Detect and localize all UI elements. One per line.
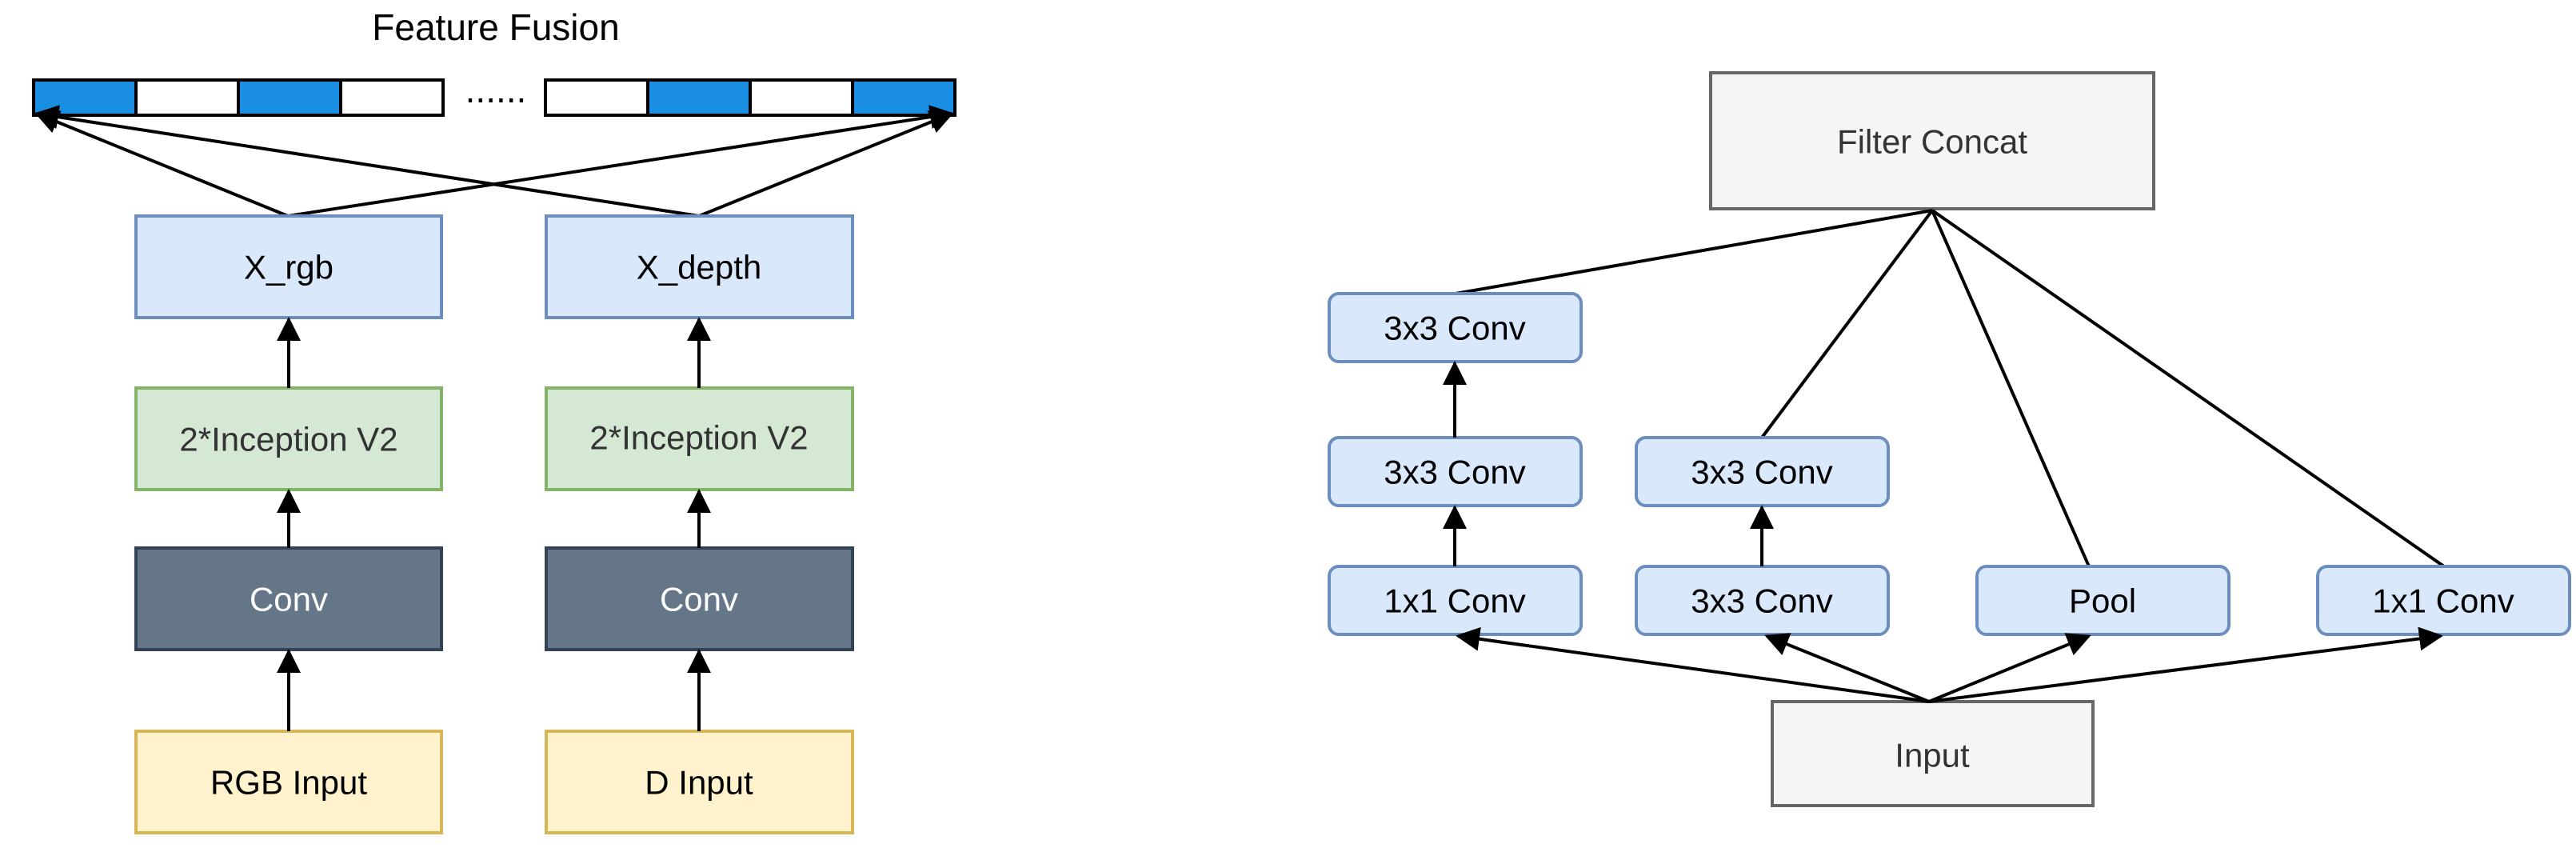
fusion-segment-6 [646,78,752,117]
col4-conv [2316,565,2571,636]
column-3: Pool [1975,565,2231,636]
rgb-inception-box [134,386,443,491]
connector-depth-right [698,110,954,218]
fusion-segment-1 [32,78,138,117]
depth-input-label: D Input [645,764,753,802]
fusion-connectors [34,105,954,218]
input-connectors [1456,626,2443,703]
input-arrow-col4 [1928,626,2443,703]
col2-conv-bottom-label: 3x3 Conv [1691,582,1832,620]
rgb-branch: X_rgb 2*Inception V2 Conv RGB Input [134,214,443,834]
depth-input-box [545,730,854,834]
filter-concat-box [1709,71,2155,210]
col1-conv-bottom-label: 1x1 Conv [1384,582,1525,620]
column-2: 3x3 Conv 3x3 Conv [1635,436,1890,636]
x-rgb-box [134,214,443,319]
rgb-conv-label: Conv [250,581,328,618]
feature-fusion-title: Feature Fusion [372,6,619,48]
concat-line-col4 [1931,209,2446,568]
x-rgb-label: X_rgb [244,249,333,286]
connector-rgb-left [34,110,289,218]
input-arrow-col2 [1764,633,1930,703]
col1-conv-top-label: 3x3 Conv [1384,310,1525,347]
concat-line-col1 [1455,209,1933,295]
col3-pool-label: Pool [2069,582,2136,620]
right-diagram: Filter Concat 3x3 Conv 3x3 Conv 1x1 Conv… [1328,71,2571,807]
concat-line-col2 [1760,209,1934,439]
column-1: 3x3 Conv 3x3 Conv 1x1 Conv [1328,292,1583,636]
depth-inception-label: 2*Inception V2 [589,419,808,457]
concat-line-col3 [1931,210,2091,567]
fusion-segment-2 [134,78,240,117]
connector-depth-left [34,105,700,218]
rgb-inception-label: 2*Inception V2 [179,421,397,458]
fusion-segment-7 [749,78,854,117]
col1-conv-mid-label: 3x3 Conv [1384,454,1525,491]
input-arrow-col3 [1928,633,2091,703]
fusion-ellipsis: ...... [465,69,527,110]
depth-conv-label: Conv [660,581,738,618]
col2-conv-top-label: 3x3 Conv [1691,454,1832,491]
input-label: Input [1895,737,1970,774]
fusion-segment-3 [237,78,342,117]
depth-conv-box [545,546,854,651]
fusion-vector: ...... [32,69,957,117]
input-arrow-col1 [1456,626,1930,703]
filter-concat-label: Filter Concat [1837,123,2027,161]
col3-pool [1975,565,2231,636]
column-4: 1x1 Conv [2316,565,2571,636]
left-diagram: Feature Fusion ...... X_rgb 2*Inception [32,6,957,834]
input-box [1771,700,2095,807]
col4-conv-label: 1x1 Conv [2372,582,2514,620]
fusion-segment-8 [851,78,957,117]
rgb-input-label: RGB Input [210,764,367,802]
rgb-input-box [134,730,443,834]
depth-branch: X_depth 2*Inception V2 Conv D Input [545,214,854,834]
fusion-segment-4 [339,78,445,117]
connector-rgb-right [287,105,954,218]
x-depth-label: X_depth [637,249,761,286]
concat-connectors [1455,209,2446,568]
fusion-segment-5 [544,78,649,117]
